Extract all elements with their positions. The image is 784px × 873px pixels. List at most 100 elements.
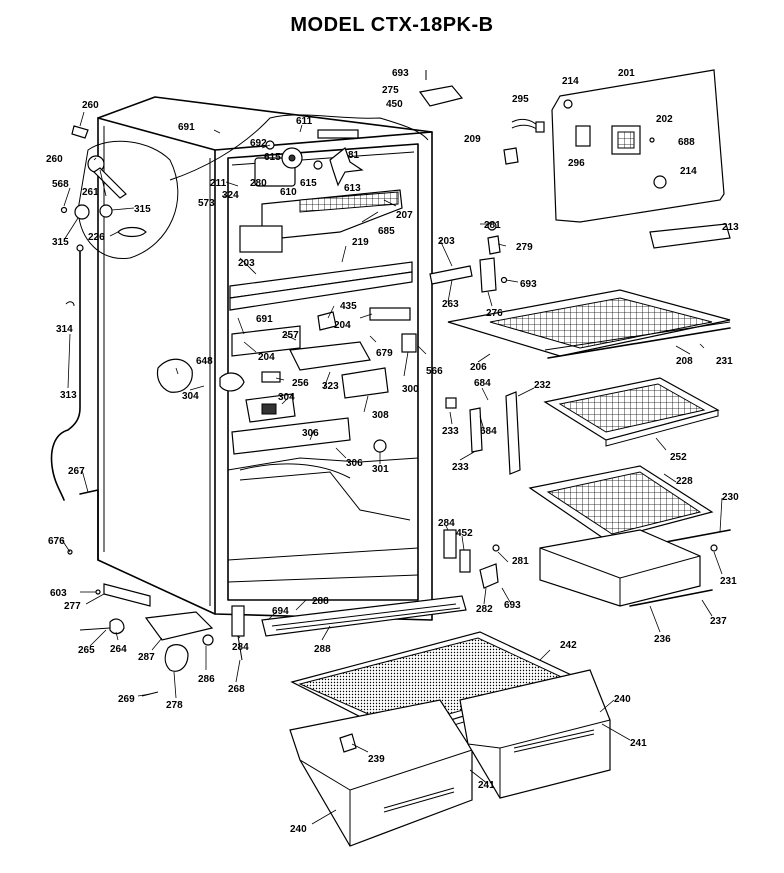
callout-685: 685 [378,226,395,237]
callout-435: 435 [340,301,357,312]
callout-256: 256 [292,378,309,389]
callout-203: 203 [438,236,455,247]
callout-282: 282 [476,604,493,615]
callout-214: 214 [680,166,697,177]
trim-rail [229,261,413,311]
callout-286: 286 [198,674,215,685]
callout-324: 324 [222,190,239,201]
callout-263: 263 [442,299,459,310]
callout-284: 284 [438,518,455,529]
callout-281: 281 [484,220,501,231]
callout-573: 573 [198,198,215,209]
leader-lines [61,111,723,825]
control-panel [418,69,725,293]
callout-648: 648 [196,356,213,367]
callout-288: 288 [314,644,331,655]
callout-236: 236 [654,634,671,645]
callout-269: 269 [118,694,135,705]
callout-257: 257 [282,330,299,341]
callout-694: 694 [272,606,289,617]
callout-613: 613 [344,183,361,194]
callout-labels: 693 275 450 295 214 201 202 209 688 296 … [46,68,739,835]
callout-692: 692 [250,138,267,149]
callout-313: 313 [60,390,77,401]
callout-568: 568 [52,179,69,190]
callout-287: 287 [138,652,155,663]
callout-275: 275 [382,85,399,96]
callout-610: 610 [280,187,297,198]
callout-231: 231 [720,576,737,587]
callout-684: 684 [474,378,491,389]
callout-207: 207 [396,210,413,221]
callout-304: 304 [278,392,295,403]
callout-230: 230 [722,492,739,503]
callout-315: 315 [134,204,151,215]
callout-202: 202 [656,114,673,125]
fan-motor-assembly [254,129,364,187]
callout-304: 304 [182,391,199,402]
callout-268: 268 [228,684,245,695]
callout-279: 279 [516,242,533,253]
callout-201: 201 [618,68,635,79]
crisper-drawer-right [459,669,611,799]
callout-226: 226 [88,232,105,243]
callout-237: 237 [710,616,727,627]
callout-213: 213 [722,222,739,233]
callout-280: 280 [250,178,267,189]
left-side-parts [50,125,151,607]
callout-566: 566 [426,366,443,377]
callout-264: 264 [110,644,127,655]
callout-314: 314 [56,324,73,335]
callout-242: 242 [560,640,577,651]
callout-308: 308 [372,410,389,421]
callout-679: 679 [376,348,393,359]
callout-241: 241 [630,738,647,749]
callout-81: 81 [348,150,360,161]
freezer-shelf-rack [445,223,731,607]
callout-204: 204 [258,352,275,363]
callout-276: 276 [486,308,503,319]
callout-231: 231 [716,356,733,367]
callout-228: 228 [676,476,693,487]
callout-615: 615 [264,152,281,163]
callout-323: 323 [322,381,339,392]
callout-211: 211 [210,178,227,189]
model-title: MODEL CTX-18PK-B [290,14,494,36]
callout-252: 252 [670,452,687,463]
callout-301: 301 [372,464,389,475]
callout-281: 281 [512,556,529,567]
callout-300: 300 [402,384,419,395]
callout-693: 693 [520,279,537,290]
callout-295: 295 [512,94,529,105]
callout-277: 277 [64,601,81,612]
callout-260: 260 [46,154,63,165]
callout-693: 693 [504,600,521,611]
callout-265: 265 [78,645,95,656]
callout-203: 203 [238,258,255,269]
callout-204: 204 [334,320,351,331]
callout-315: 315 [52,237,69,248]
cabinet-top-left-cutaway [77,140,179,259]
callout-278: 278 [166,700,183,711]
base-parts [79,529,471,697]
callout-306: 306 [302,428,319,439]
callout-219: 219 [352,237,369,248]
callout-676: 676 [48,536,65,547]
callout-261: 261 [82,187,99,198]
callout-240: 240 [614,694,631,705]
callout-615: 615 [300,178,317,189]
callout-691: 691 [256,314,273,325]
callout-214: 214 [562,76,579,87]
callout-611: 611 [296,116,313,127]
callout-232: 232 [534,380,551,391]
callout-450: 450 [386,99,403,110]
callout-603: 603 [50,588,67,599]
lower-cabinet-contour [239,463,351,479]
callout-691: 691 [178,122,195,133]
callout-267: 267 [68,466,85,477]
control-housing [231,307,417,399]
callout-239: 239 [368,754,385,765]
callout-284: 284 [232,642,249,653]
callout-306: 306 [346,458,363,469]
